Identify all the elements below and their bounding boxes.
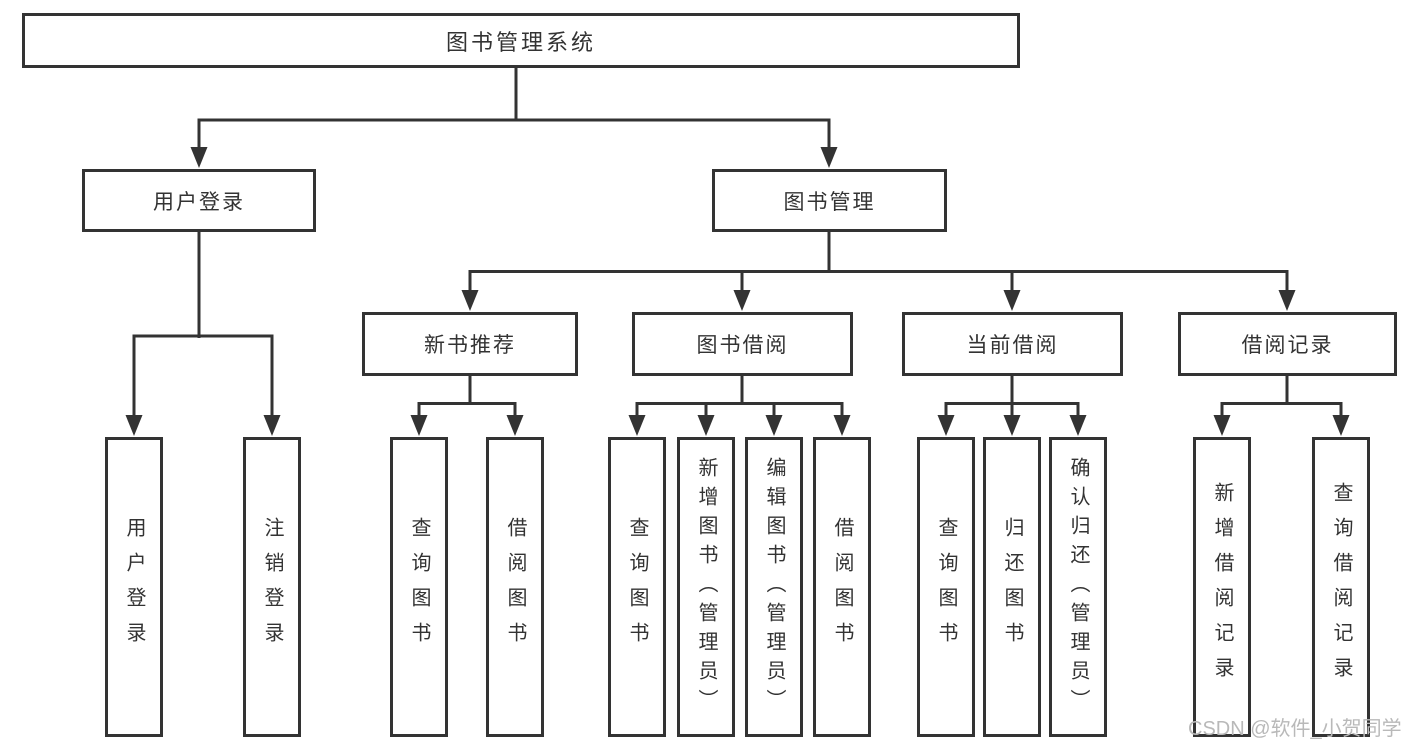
node-label: 借阅图书 — [831, 517, 853, 657]
leaf-newbooks-borrow-books: 借阅图书 — [486, 437, 544, 737]
leaf-records-add-record: 新增借阅记录 — [1193, 437, 1251, 737]
node-new-book-recommendation: 新书推荐 — [362, 312, 578, 376]
leaf-current-confirm-return-admin: 确认归还（管理员） — [1049, 437, 1107, 737]
node-label: 当前借阅 — [966, 334, 1059, 357]
leaf-borrowing-borrow-books: 借阅图书 — [813, 437, 871, 737]
arrowhead — [1213, 415, 1231, 436]
node-label: 归还图书 — [1001, 517, 1023, 657]
leaf-current-return-books: 归还图书 — [983, 437, 1041, 737]
arrowhead — [410, 415, 428, 436]
leaf-borrowing-add-books-admin: 新增图书（管理员） — [677, 437, 735, 737]
arrowhead — [937, 415, 955, 436]
node-library-management-system: 图书管理系统 — [22, 13, 1020, 68]
arrowhead — [1332, 415, 1350, 436]
arrowhead — [697, 415, 715, 436]
arrowhead — [1069, 415, 1087, 436]
arrowhead — [1003, 415, 1021, 436]
arrowhead — [733, 290, 751, 311]
node-label: 新书推荐 — [424, 334, 516, 357]
leaf-borrowing-query-books: 查询图书 — [608, 437, 666, 737]
node-book-management-branch: 图书管理 — [712, 169, 947, 232]
arrowhead — [1278, 290, 1296, 311]
node-label: 用户登录 — [123, 517, 145, 657]
node-label: 查询图书 — [408, 517, 430, 657]
node-user-login-branch: 用户登录 — [82, 169, 316, 232]
node-label: 查询图书 — [626, 517, 648, 657]
node-label: 查询借阅记录 — [1330, 482, 1352, 692]
arrowhead — [506, 415, 524, 436]
node-label: 图书管理 — [783, 190, 876, 214]
leaf-current-query-books: 查询图书 — [917, 437, 975, 737]
arrowhead — [1003, 290, 1021, 311]
node-current-borrowing: 当前借阅 — [902, 312, 1123, 376]
node-book-borrowing: 图书借阅 — [632, 312, 853, 376]
arrowhead — [820, 147, 838, 168]
node-label: 新增图书（管理员） — [695, 456, 717, 718]
leaf-newbooks-query-books: 查询图书 — [390, 437, 448, 737]
node-label: 确认归还（管理员） — [1067, 456, 1089, 718]
arrowhead — [765, 415, 783, 436]
node-label: 查询图书 — [935, 517, 957, 657]
arrowhead — [190, 147, 208, 168]
leaf-user-login: 用户登录 — [105, 437, 163, 737]
arrowhead — [461, 290, 479, 311]
csdn-watermark: CSDN @软件_小贺同学 — [1188, 718, 1402, 740]
node-label: 图书借阅 — [696, 334, 789, 357]
arrowhead — [263, 415, 281, 436]
leaf-borrowing-edit-books-admin: 编辑图书（管理员） — [745, 437, 803, 737]
arrowhead — [833, 415, 851, 436]
node-label: 编辑图书（管理员） — [763, 456, 785, 718]
node-label: 新增借阅记录 — [1211, 482, 1233, 692]
node-label: 注销登录 — [261, 517, 283, 657]
node-label: 图书管理系统 — [445, 29, 596, 55]
leaf-logout: 注销登录 — [243, 437, 301, 737]
node-borrowing-records: 借阅记录 — [1178, 312, 1397, 376]
node-label: 用户登录 — [153, 190, 245, 214]
arrowhead — [628, 415, 646, 436]
node-label: 借阅图书 — [504, 517, 526, 657]
node-label: 借阅记录 — [1241, 334, 1334, 357]
arrowhead — [125, 415, 143, 436]
leaf-records-query-record: 查询借阅记录 — [1312, 437, 1370, 737]
